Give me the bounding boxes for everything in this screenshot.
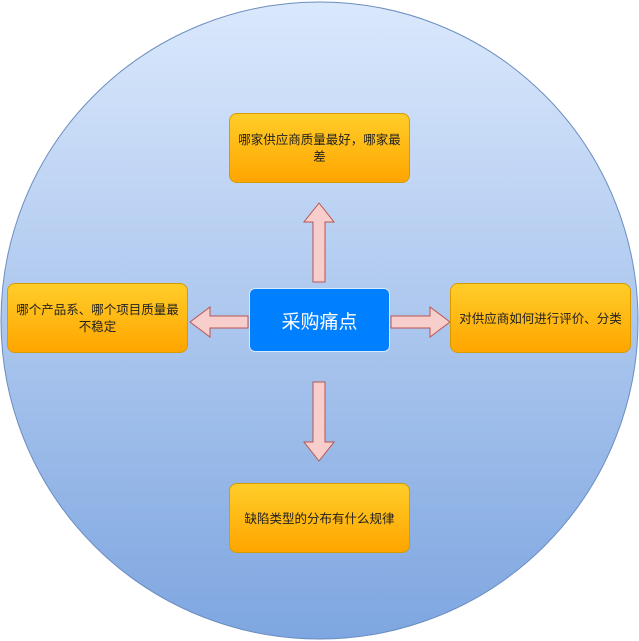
node-left: 哪个产品系、哪个项目质量最不稳定 [7, 283, 188, 353]
center-node-label: 采购痛点 [281, 310, 358, 333]
node-right: 对供应商如何进行评价、分类 [450, 283, 631, 353]
node-bottom-label: 缺陷类型的分布有什么规律 [244, 510, 395, 526]
arrow-right [390, 306, 451, 338]
arrow-left [189, 306, 249, 338]
node-top: 哪家供应商质量最好，哪家最差 [229, 113, 410, 183]
arrow-down [302, 381, 336, 462]
node-right-label: 对供应商如何进行评价、分类 [459, 310, 622, 326]
node-top-label: 哪家供应商质量最好，哪家最差 [238, 132, 401, 164]
arrow-up [302, 202, 336, 283]
center-node: 采购痛点 [249, 288, 390, 352]
node-bottom: 缺陷类型的分布有什么规律 [229, 483, 410, 553]
node-left-label: 哪个产品系、哪个项目质量最不稳定 [16, 302, 179, 334]
